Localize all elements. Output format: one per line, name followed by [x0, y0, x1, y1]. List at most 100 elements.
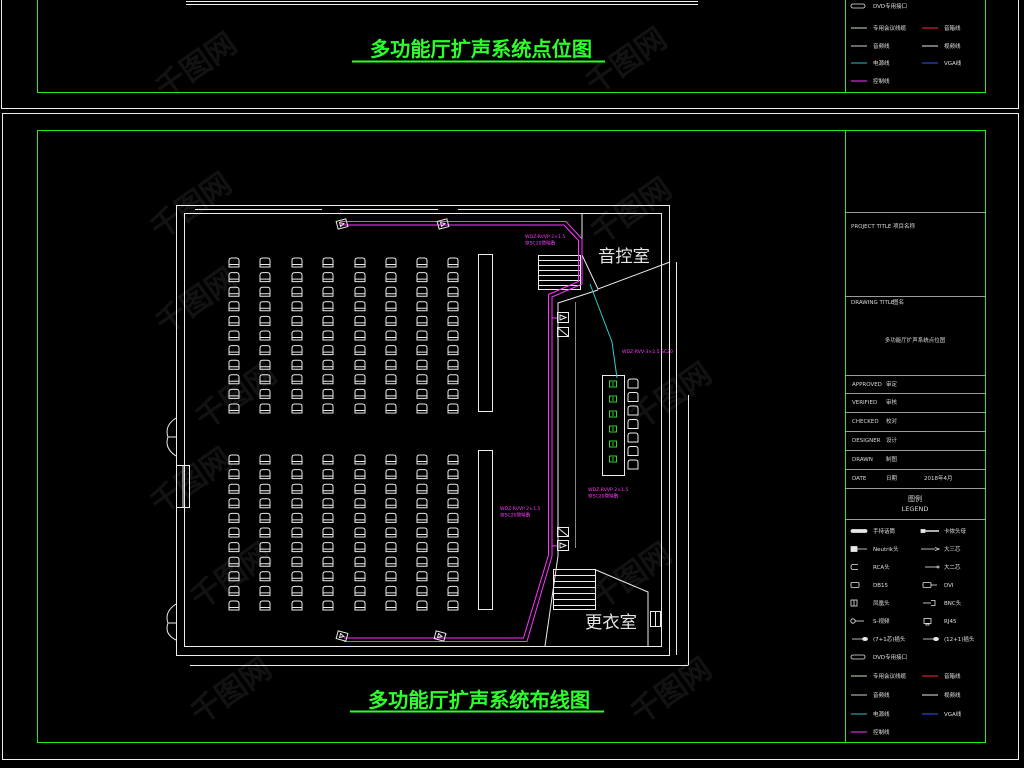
approved-label-en: APPROVED [852, 382, 882, 388]
legend-label: DVD专用接口 [873, 2, 907, 10]
seat [259, 512, 271, 523]
legend-label: 专用会议线缆 [873, 672, 907, 680]
legend-item: DVD专用接口 [850, 2, 907, 10]
seat [228, 403, 240, 414]
cable-label: WDZ-RVVP 2×1.5 [500, 506, 540, 512]
seat [354, 359, 366, 370]
legend-item: 卡侬头母 [920, 527, 967, 535]
operator-seat [627, 432, 639, 443]
left-wall-column [176, 465, 190, 508]
seat [322, 571, 334, 582]
seat [385, 286, 397, 297]
seat [447, 315, 459, 326]
seat [385, 359, 397, 370]
seat [291, 483, 303, 494]
stage-edge [544, 289, 599, 647]
seat [228, 454, 240, 465]
watermark-text: 千图网 [185, 536, 279, 616]
seat [291, 315, 303, 326]
seat [416, 600, 428, 611]
seat [354, 585, 366, 596]
legend-label: Neutrik头 [873, 545, 899, 553]
legend-label: 控制线 [873, 77, 890, 85]
rj45-connector-icon [923, 618, 932, 626]
seat [228, 286, 240, 297]
speaker-icon [557, 527, 569, 551]
seat [228, 345, 240, 356]
project-title-label-en: PROJECT TITLE [851, 224, 892, 230]
legend-label: 大三芯 [944, 545, 961, 553]
seat [228, 315, 240, 326]
legend-item: 专用会议线缆 [851, 24, 907, 32]
seat [416, 469, 428, 480]
outer-wall [176, 205, 670, 656]
legend-label: RCA头 [873, 563, 890, 571]
seat [416, 403, 428, 414]
seat [354, 454, 366, 465]
seat [259, 454, 271, 465]
seat [385, 498, 397, 509]
seat [354, 315, 366, 326]
seat [447, 388, 459, 399]
seat [322, 345, 334, 356]
legend-item: DVI [922, 582, 954, 589]
watermark-text: 千图网 [625, 651, 719, 731]
legend-item: 电源线 [851, 710, 890, 718]
seat [354, 483, 366, 494]
multipin-plug-icon [852, 637, 868, 642]
legend-item: 音箱线 [922, 24, 961, 32]
rack-device-icon [609, 440, 617, 448]
seat [416, 330, 428, 341]
speaker-icon [335, 630, 349, 642]
wiring: WDZ-RVVP 2×1.5 穿SC20管暗敷 WDZ-RVV-3×2.5 SC… [340, 221, 673, 642]
legend-item: (12+1)插头 [923, 635, 975, 643]
operator-seat [627, 392, 639, 402]
operator-seat [627, 459, 639, 470]
dvd-interface-icon [850, 654, 866, 660]
seat [447, 556, 459, 567]
seat [385, 585, 397, 596]
seat [259, 315, 271, 326]
legend-item: 大二芯 [925, 563, 961, 571]
legend-label: VGA线 [944, 59, 962, 67]
inner-wall [184, 213, 662, 647]
floor-plan: 音控室 更衣室 [166, 205, 689, 666]
seat [322, 542, 334, 553]
seat [228, 469, 240, 480]
legend-item: (7+1芯)插头 [852, 635, 906, 643]
approved-label-cn: 审定 [886, 380, 898, 388]
signal-wire [589, 283, 618, 379]
legend-item: VGA线 [922, 59, 962, 67]
seat [447, 454, 459, 465]
seat [291, 403, 303, 414]
legend-label: 视频线 [944, 42, 961, 50]
audience-seating [228, 254, 639, 611]
legend-item: 专用会议线缆 [851, 672, 907, 680]
dressing-room-stairs [553, 569, 596, 610]
seat [228, 556, 240, 567]
legend-label: 音频线 [873, 42, 890, 50]
dressing-room-label: 更衣室 [585, 613, 637, 633]
seat [416, 345, 428, 356]
legend-item: 音频线 [851, 691, 890, 699]
seat [259, 330, 271, 341]
designer-label-cn: 设计 [886, 436, 898, 444]
seat [416, 257, 428, 268]
bench [478, 254, 493, 412]
seat [291, 498, 303, 509]
legend-label: DVI [944, 583, 954, 589]
seat [416, 542, 428, 553]
seat [228, 374, 240, 385]
ts-plug-icon [925, 565, 940, 569]
legend-item: 视频线 [922, 42, 961, 50]
legend-label: 音箱线 [944, 24, 961, 32]
main-sheet-frame [37, 130, 986, 743]
cable-label: 穿SC20管暗敷 [525, 240, 556, 247]
seat [259, 556, 271, 567]
legend-item: RCA头 [850, 563, 890, 571]
seat [385, 301, 397, 312]
seat [354, 469, 366, 480]
seat [291, 571, 303, 582]
legend-item: Neutrik头 [850, 545, 899, 553]
seat [322, 301, 334, 312]
